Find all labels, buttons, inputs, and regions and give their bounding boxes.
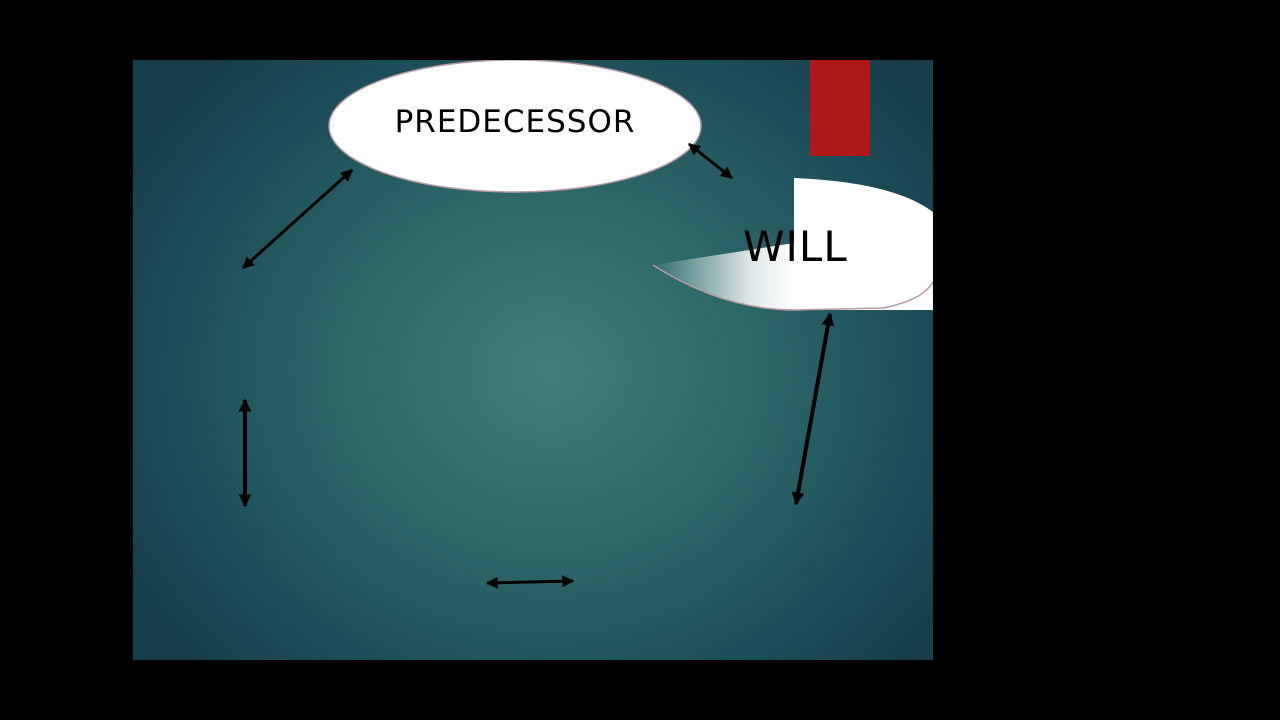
predecessor-label: PREDECESSOR [394,104,636,140]
presentation-slide: PREDECESSOR WILL [133,60,933,660]
red-accent-bar [810,60,870,156]
will-oval [652,178,933,311]
diagonal-double-arrow-icon [241,168,354,270]
predecessor-oval [328,60,702,193]
slide-shapes [238,60,933,589]
short-double-arrow-icon [688,142,733,180]
horizontal-double-arrow-icon [485,575,575,589]
will-label: WILL [743,222,848,271]
tilted-double-arrow-icon [791,312,835,506]
